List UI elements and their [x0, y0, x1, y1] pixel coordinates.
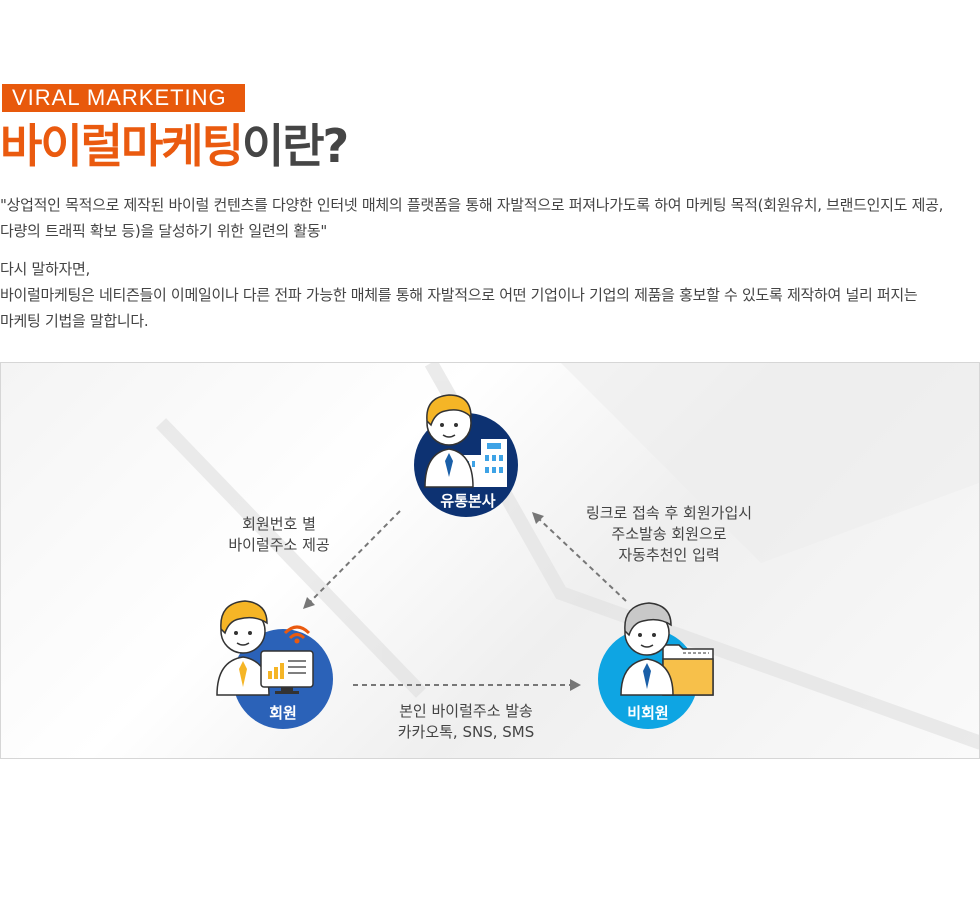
- caption-left-line-2: 바이럴주소 제공: [228, 536, 330, 554]
- nonmember-icon: [598, 602, 714, 729]
- intro-line-2: 다량의 트래픽 확보 등)을 달성하기 위한 일련의 활동": [0, 222, 327, 240]
- member-label: 회원: [269, 704, 297, 722]
- title-highlight: 바이럴마케팅: [0, 119, 244, 173]
- arrow-head-right: [532, 512, 544, 524]
- member-icon: [216, 600, 333, 729]
- hq-label: 유통본사: [440, 492, 496, 510]
- section-tag: VIRAL MARKETING: [2, 84, 245, 112]
- explain-line-3: 마케팅 기법을 말합니다.: [0, 312, 149, 330]
- intro-quote: "상업적인 목적으로 제작된 바이럴 컨텐츠를 다양한 인터넷 매체의 플랫폼을…: [0, 192, 980, 244]
- caption-right-line-1: 링크로 접속 후 회원가입시: [585, 504, 753, 522]
- nonmember-label: 비회원: [627, 704, 669, 722]
- intro-line-1: "상업적인 목적으로 제작된 바이럴 컨텐츠를 다양한 인터넷 매체의 플랫폼을…: [0, 196, 944, 214]
- member-node: 회원: [215, 591, 335, 731]
- caption-right: 링크로 접속 후 회원가입시 주소발송 회원으로 자동추천인 입력: [579, 503, 759, 566]
- page-title: 바이럴마케팅이란?: [0, 116, 349, 176]
- explain-line-1: 다시 말하자면,: [0, 260, 90, 278]
- arrow-head-bottom: [570, 679, 581, 691]
- caption-right-line-3: 자동추천인 입력: [618, 546, 720, 564]
- title-rest: 이란?: [241, 119, 349, 173]
- caption-left: 회원번호 별 바이럴주소 제공: [219, 514, 339, 556]
- caption-right-line-2: 주소발송 회원으로: [611, 525, 727, 543]
- nonmember-node: 비회원: [595, 589, 717, 731]
- arrow-head-left: [303, 597, 315, 609]
- caption-bottom-line-2: 카카오톡, SNS, SMS: [397, 723, 535, 741]
- viral-flow-diagram: 유통본사 회원: [0, 362, 980, 759]
- caption-bottom: 본인 바이럴주소 발송 카카오톡, SNS, SMS: [386, 701, 546, 743]
- hq-node: 유통본사: [409, 377, 519, 522]
- hq-icon: [414, 394, 518, 517]
- caption-bottom-line-1: 본인 바이럴주소 발송: [399, 702, 533, 720]
- explain-paragraph: 다시 말하자면, 바이럴마케팅은 네티즌들이 이메일이나 다른 전파 가능한 매…: [0, 256, 980, 334]
- caption-left-line-1: 회원번호 별: [242, 515, 316, 533]
- explain-line-2: 바이럴마케팅은 네티즌들이 이메일이나 다른 전파 가능한 매체를 통해 자발적…: [0, 286, 918, 304]
